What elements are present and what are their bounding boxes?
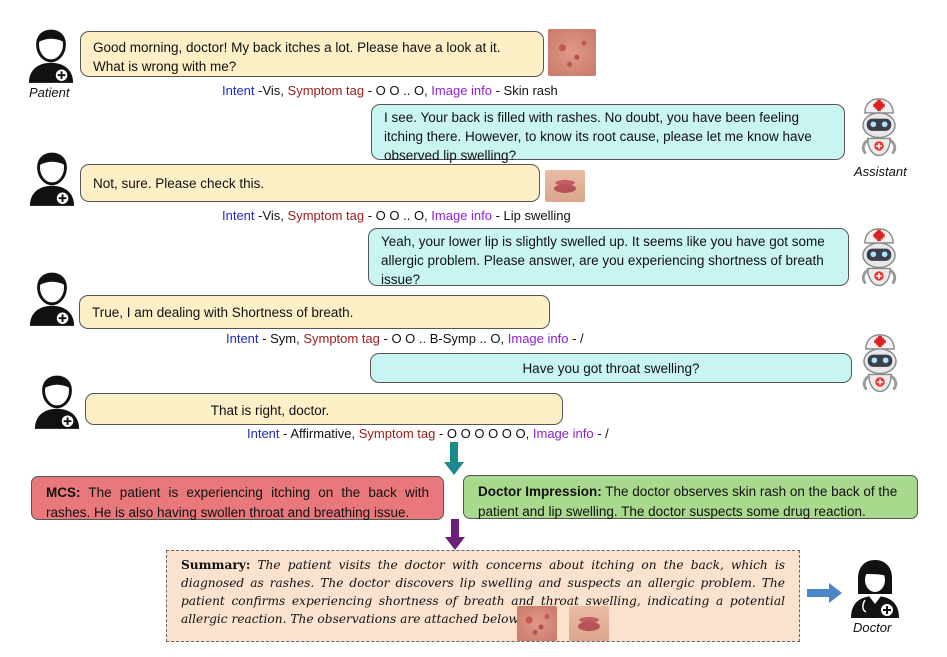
assistant-robot-icon [855,96,903,162]
doctor-impression-label: Doctor Impression: [478,484,602,499]
assistant-message-3: Have you got throat swelling? [370,353,852,383]
patient-message-4: That is right, doctor. [85,393,563,425]
patient-avatar-icon [33,375,81,429]
annotation-tags-4: Intent - Affirmative, Symptom tag - O O … [247,426,609,441]
swollen-lip-photo [545,170,585,202]
message-text: I see. Your back is filled with rashes. … [384,110,812,163]
assistant-message-2: Yeah, your lower lip is slightly swelled… [368,228,849,287]
image-info-label: Image info [431,208,492,223]
symptom-tag-label: Symptom tag [287,83,365,98]
symptom-tag-label: Symptom tag [358,426,436,441]
intent-label: Intent [222,208,255,223]
symptom-tag-value: - O O .. O, [364,208,432,223]
blue-right-arrow [807,583,842,603]
message-text: That is right, doctor. [210,403,330,418]
mcs-box: MCS: The patient is experiencing itching… [31,476,444,520]
doctor-impression-text: The doctor observes skin rash on the bac… [478,484,898,519]
patient-message-3: True, I am dealing with Shortness of bre… [79,295,550,329]
intent-label: Intent [226,331,259,346]
message-text: Yeah, your lower lip is slightly swelled… [381,234,825,287]
annotation-tags-3: Intent - Sym, Symptom tag - O O .. B-Sym… [226,331,584,346]
message-text: True, I am dealing with Shortness of bre… [92,305,354,320]
intent-value: -Vis, [254,83,288,98]
image-info-value: - / [593,426,609,441]
image-info-label: Image info [532,426,594,441]
patient-message-2: Not, sure. Please check this. [80,164,540,202]
annotation-tags-1: Intent -Vis, Symptom tag - O O .. O, Ima… [222,83,558,98]
symptom-tag-value: - O O .. O, [364,83,432,98]
summary-text: The patient visits the doctor with conce… [181,558,785,626]
image-info-label: Image info [431,83,492,98]
summary-box: Summary: The patient visits the doctor w… [166,550,800,642]
image-info-label: Image info [507,331,569,346]
patient-label: Patient [29,85,70,100]
image-info-value: - / [568,331,584,346]
intent-value: - Affirmative, [279,426,359,441]
assistant-robot-icon [856,332,904,398]
summary-rash-photo [517,606,557,641]
annotation-tags-2: Intent -Vis, Symptom tag - O O .. O, Ima… [222,208,571,223]
intent-label: Intent [247,426,280,441]
patient-avatar-icon [27,29,75,83]
image-info-value: - Skin rash [492,83,558,98]
patient-avatar-icon [28,272,76,326]
doctor-icon [851,560,899,618]
image-info-value: - Lip swelling [492,208,571,223]
assistant-label: Assistant [854,164,907,179]
symptom-tag-value: - O O O O O O, [435,426,533,441]
teal-down-arrow [444,442,464,475]
symptom-tag-value: - O O .. B-Symp .. O, [379,331,508,346]
symptom-tag-label: Symptom tag [303,331,380,346]
intent-label: Intent [222,83,255,98]
back-rash-photo [548,29,596,76]
message-text: Good morning, doctor! My back itches a l… [93,40,501,74]
intent-value: - Sym, [258,331,304,346]
intent-value: -Vis, [254,208,288,223]
symptom-tag-label: Symptom tag [287,208,365,223]
purple-down-arrow [445,519,465,550]
summary-label: Summary: [181,558,251,572]
summary-lip-photo [569,606,609,641]
patient-avatar-icon [28,152,76,206]
mcs-label: MCS: [46,485,81,500]
patient-message-1: Good morning, doctor! My back itches a l… [80,31,544,77]
doctor-label: Doctor [853,620,892,635]
mcs-text: The patient is experiencing itching on t… [46,485,429,520]
doctor-impression-box: Doctor Impression: The doctor observes s… [463,475,918,519]
assistant-message-1: I see. Your back is filled with rashes. … [371,104,845,163]
message-text: Not, sure. Please check this. [93,176,265,191]
message-text: Have you got throat swelling? [522,361,700,376]
assistant-robot-icon [855,226,903,292]
